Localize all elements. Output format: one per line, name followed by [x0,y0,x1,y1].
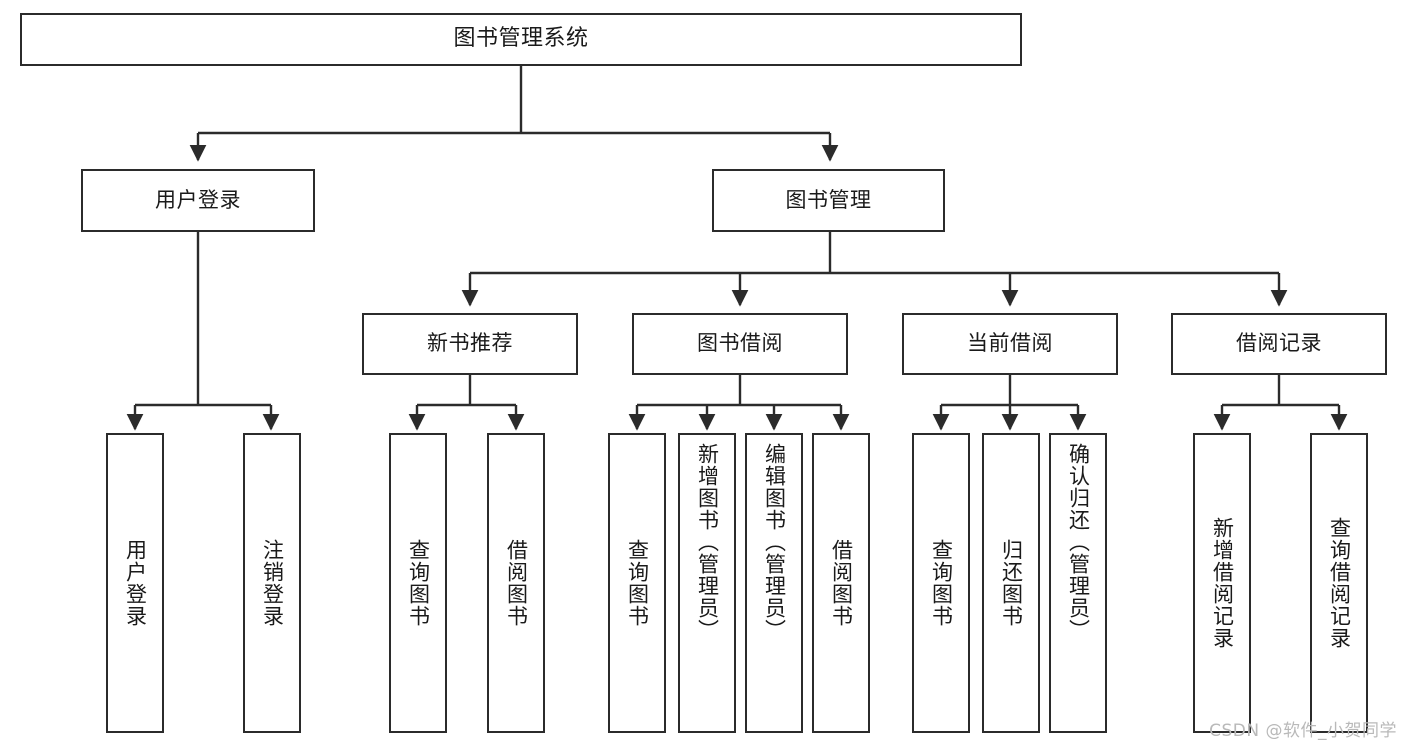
leaf-label: 新增图书（管理员） [695,443,720,641]
leaf-current-borrow-query[interactable]: 查询图书 [912,433,970,733]
node-book-borrow[interactable]: 图书借阅 [632,313,848,375]
leaf-label: 查询图书 [406,539,431,627]
leaf-borrow-record-add[interactable]: 新增借阅记录 [1193,433,1251,733]
leaf-book-borrow-edit[interactable]: 编辑图书（管理员） [745,433,803,733]
leaf-current-borrow-return[interactable]: 归还图书 [982,433,1040,733]
leaf-label: 编辑图书（管理员） [762,443,787,641]
node-user-login[interactable]: 用户登录 [81,169,315,232]
leaf-label: 借阅图书 [829,539,854,627]
node-book-management[interactable]: 图书管理 [712,169,945,232]
leaf-book-borrow-add[interactable]: 新增图书（管理员） [678,433,736,733]
leaf-new-book-borrow[interactable]: 借阅图书 [487,433,545,733]
node-borrow-record[interactable]: 借阅记录 [1171,313,1387,375]
leaf-borrow-record-query[interactable]: 查询借阅记录 [1310,433,1368,733]
leaf-user-login-logout[interactable]: 注销登录 [243,433,301,733]
node-root-system[interactable]: 图书管理系统 [20,13,1022,66]
leaf-label: 确认归还（管理员） [1066,443,1091,641]
leaf-user-login-login[interactable]: 用户登录 [106,433,164,733]
leaf-new-book-query[interactable]: 查询图书 [389,433,447,733]
watermark-text: CSDN @软件_小贺同学 [1209,721,1397,741]
leaf-book-borrow-borrow[interactable]: 借阅图书 [812,433,870,733]
leaf-label: 新增借阅记录 [1210,517,1235,649]
leaf-label: 用户登录 [123,539,148,627]
leaf-label: 借阅图书 [504,539,529,627]
leaf-book-borrow-query[interactable]: 查询图书 [608,433,666,733]
leaf-label: 注销登录 [260,539,285,627]
leaf-label: 查询图书 [625,539,650,627]
leaf-label: 查询图书 [929,539,954,627]
leaf-current-borrow-confirm-return[interactable]: 确认归还（管理员） [1049,433,1107,733]
node-current-borrow[interactable]: 当前借阅 [902,313,1118,375]
node-new-book-recommend[interactable]: 新书推荐 [362,313,578,375]
leaf-label: 归还图书 [999,539,1024,627]
leaf-label: 查询借阅记录 [1327,517,1352,649]
